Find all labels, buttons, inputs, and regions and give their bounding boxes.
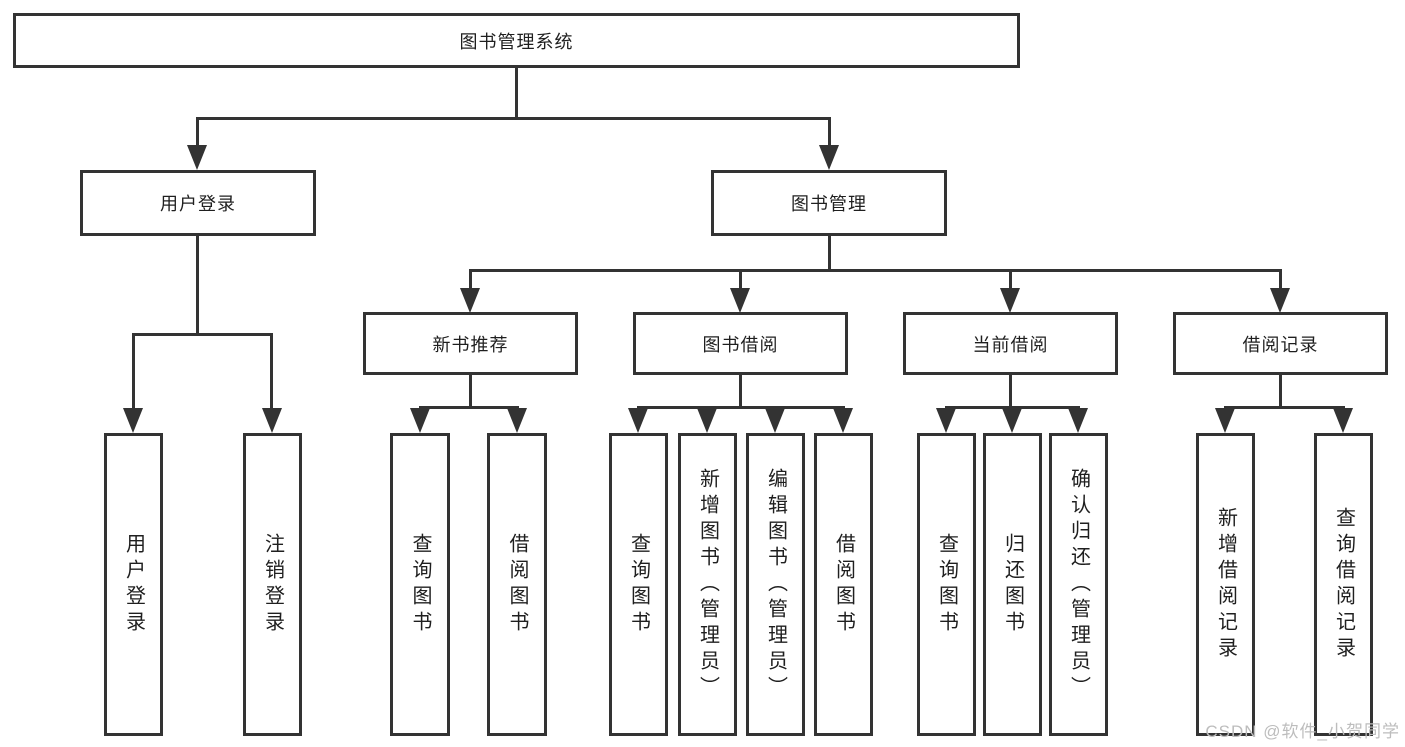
edge-drop-user-login: [196, 117, 199, 148]
arrowhead-down-icon: [1068, 408, 1088, 433]
edge-borrow-records-branch: [1224, 406, 1345, 409]
edge-book-borrow-stem: [739, 375, 742, 409]
leaf-logout: 注销登录: [243, 433, 302, 736]
leaf-add-book-admin: 新增图书（管理员）: [678, 433, 737, 736]
arrowhead-down-icon: [1002, 408, 1022, 433]
leaf-edit-book-admin: 编辑图书（管理员）: [746, 433, 805, 736]
edge-book-management-branch: [469, 269, 1282, 272]
edge-root-branch: [196, 117, 831, 120]
arrowhead-down-icon: [833, 408, 853, 433]
edge-book-management-stem: [828, 236, 831, 272]
edge-drop-login-leaf: [132, 333, 135, 409]
arrowhead-down-icon: [123, 408, 143, 433]
leaf-current-query-books: 查询图书: [917, 433, 976, 736]
edge-drop-book-management: [828, 117, 831, 148]
arrowhead-down-icon: [187, 145, 207, 170]
arrowhead-down-icon: [730, 288, 750, 313]
node-new-book-recommend: 新书推荐: [363, 312, 578, 375]
arrowhead-down-icon: [262, 408, 282, 433]
arrowhead-down-icon: [819, 145, 839, 170]
edge-user-login-stem: [196, 236, 199, 336]
arrowhead-down-icon: [1333, 408, 1353, 433]
arrowhead-down-icon: [628, 408, 648, 433]
arrowhead-down-icon: [1000, 288, 1020, 313]
leaf-add-borrow-record: 新增借阅记录: [1196, 433, 1255, 736]
edge-root-stem: [515, 66, 518, 119]
node-root-system: 图书管理系统: [13, 13, 1020, 68]
edge-drop-new-book: [469, 269, 472, 289]
node-user-login: 用户登录: [80, 170, 316, 236]
arrowhead-down-icon: [410, 408, 430, 433]
edge-drop-current-borrow: [1009, 269, 1012, 289]
arrowhead-down-icon: [936, 408, 956, 433]
edge-drop-borrow-records: [1279, 269, 1282, 289]
leaf-user-login: 用户登录: [104, 433, 163, 736]
leaf-borrowing-query-books: 查询图书: [609, 433, 668, 736]
arrowhead-down-icon: [460, 288, 480, 313]
edge-book-borrow-branch: [637, 406, 845, 409]
csdn-watermark: CSDN @软件_小贺同学: [1205, 722, 1400, 741]
node-borrowing-records: 借阅记录: [1173, 312, 1388, 375]
leaf-return-books: 归还图书: [983, 433, 1042, 736]
arrowhead-down-icon: [507, 408, 527, 433]
edge-drop-logout-leaf: [270, 333, 273, 409]
node-book-borrowing: 图书借阅: [633, 312, 848, 375]
arrowhead-down-icon: [1270, 288, 1290, 313]
edge-new-book-branch: [419, 406, 519, 409]
leaf-newbook-borrow-books: 借阅图书: [487, 433, 547, 736]
arrowhead-down-icon: [1215, 408, 1235, 433]
edge-user-login-branch: [132, 333, 273, 336]
node-current-borrowing: 当前借阅: [903, 312, 1118, 375]
leaf-borrowing-borrow-books: 借阅图书: [814, 433, 873, 736]
edge-drop-book-borrow: [739, 269, 742, 289]
edge-new-book-stem: [469, 375, 472, 409]
leaf-query-borrow-record: 查询借阅记录: [1314, 433, 1373, 736]
edge-borrow-records-stem: [1279, 375, 1282, 409]
arrowhead-down-icon: [697, 408, 717, 433]
edge-current-borrow-branch: [945, 406, 1080, 409]
leaf-confirm-return-admin: 确认归还（管理员）: [1049, 433, 1108, 736]
node-book-management: 图书管理: [711, 170, 947, 236]
arrowhead-down-icon: [765, 408, 785, 433]
edge-current-borrow-stem: [1009, 375, 1012, 409]
leaf-newbook-query-books: 查询图书: [390, 433, 450, 736]
